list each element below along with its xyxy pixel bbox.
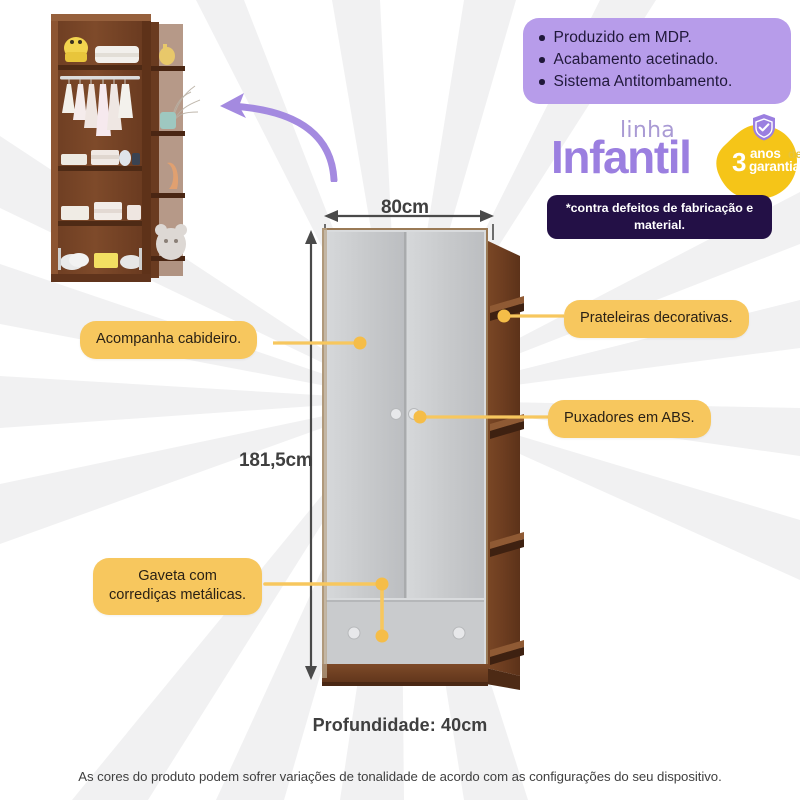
feature-label: Acabamento acetinado. [553, 51, 719, 68]
open-wardrobe-photo [51, 14, 201, 282]
feature-label: Produzido em MDP. [553, 29, 692, 46]
shield-check-icon [753, 114, 775, 141]
feature-label: Sistema Antitombamento. [553, 73, 733, 90]
callout-puxadores[interactable]: Puxadores em ABS. [548, 400, 711, 438]
color-disclaimer: As cores do produto podem sofrer variaçõ… [78, 769, 722, 784]
warranty-footnote: *contra defeitos de fabricação e materia… [547, 195, 772, 240]
bullet-icon [539, 57, 545, 63]
features-list-box: Produzido em MDP. Acabamento acetinado. … [523, 18, 791, 104]
brand-linha-text: linha [620, 118, 676, 143]
feature-item: Sistema Antitombamento. [539, 71, 777, 93]
bullet-icon [539, 79, 545, 85]
badge-anos-label: anos [750, 146, 781, 161]
callout-gaveta[interactable]: Gaveta com corrediças metálicas. [93, 558, 263, 615]
callout-prateleiras[interactable]: Prateleiras decorativas. [564, 300, 749, 338]
bullet-icon [539, 35, 545, 41]
warranty-badge-blob [716, 125, 797, 200]
brand-logo-block: linha Infantil 3 anos de garantia [520, 114, 800, 238]
feature-item: Produzido em MDP. [539, 27, 777, 49]
width-label: 80cm [381, 197, 429, 218]
badge-garantia-label: garantia [749, 159, 800, 174]
depth-label: Profundidade: 40cm [312, 715, 488, 735]
curved-arrow-left-icon [220, 93, 338, 182]
brand-name-text: Infantil [551, 131, 692, 183]
features-list: Produzido em MDP. Acabamento acetinado. … [539, 27, 777, 93]
height-label: 181,5cm [239, 450, 313, 471]
badge-de-label: de [788, 147, 800, 161]
feature-item: Acabamento acetinado. [539, 49, 777, 71]
callout-cabideiro[interactable]: Acompanha cabideiro. [80, 321, 258, 359]
badge-years-number: 3 [732, 147, 747, 177]
